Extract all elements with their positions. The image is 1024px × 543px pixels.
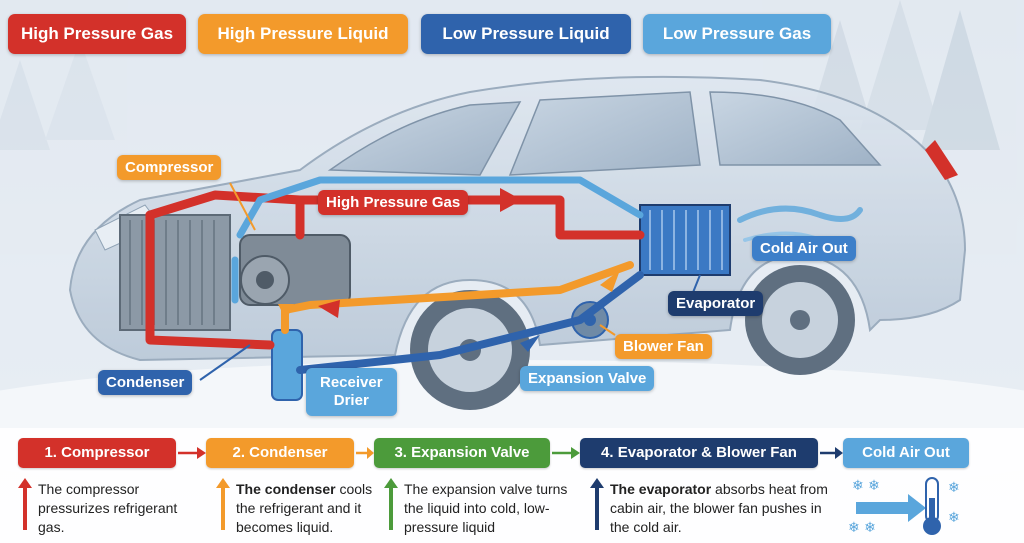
arrow-up-icon xyxy=(590,478,604,530)
svg-text:❄: ❄ xyxy=(948,510,960,526)
svg-text:❄ ❄: ❄ ❄ xyxy=(848,520,876,536)
desc-expansion-valve: The expansion valve turns the liquid int… xyxy=(404,480,582,537)
condenser-radiator xyxy=(119,214,231,331)
desc-text: The compressor pressurizes refrigerant g… xyxy=(38,481,178,535)
cold-air-icon: ❄ ❄ ❄ ❄ ❄ ❄ xyxy=(848,477,960,536)
step-compressor: 1. Compressor xyxy=(18,438,176,468)
arrow-up-icon xyxy=(18,478,32,530)
label-high-pressure-gas: High Pressure Gas xyxy=(318,190,469,215)
receiver-drier-unit xyxy=(271,329,303,401)
label-blower-fan: Blower Fan xyxy=(615,334,712,359)
desc-evaporator: The evaporator absorbs heat from cabin a… xyxy=(610,480,835,537)
legend-low-pressure-gas: Low Pressure Gas xyxy=(643,14,831,54)
step-expansion-valve: 3. Expansion Valve xyxy=(374,438,550,468)
step-evaporator-blower: 4. Evaporator & Blower Fan xyxy=(580,438,818,468)
label-expansion-valve: Expansion Valve xyxy=(520,366,655,391)
label-compressor: Compressor xyxy=(117,155,222,180)
svg-text:❄ ❄: ❄ ❄ xyxy=(852,478,880,494)
desc-text: cools the refrigerant and it becomes liq… xyxy=(236,481,373,535)
step-arrows xyxy=(178,447,843,459)
legend-high-pressure-liquid: High Pressure Liquid xyxy=(198,14,408,54)
desc-bold: The evaporator xyxy=(610,481,712,497)
flow-arrowheads xyxy=(278,188,620,352)
legend-high-pressure-gas: High Pressure Gas xyxy=(8,14,186,54)
legend-low-pressure-liquid: Low Pressure Liquid xyxy=(421,14,631,54)
compressor-unit xyxy=(239,234,351,306)
evaporator-unit xyxy=(639,204,731,276)
svg-text:❄: ❄ xyxy=(948,480,960,496)
desc-text: The expansion valve turns the liquid int… xyxy=(404,481,568,535)
label-cold-air-out: Cold Air Out xyxy=(752,236,856,261)
desc-condenser: The condenser cools the refrigerant and … xyxy=(236,480,386,537)
label-pointers xyxy=(229,182,616,336)
desc-bold: The condenser xyxy=(236,481,336,497)
label-condenser: Condenser xyxy=(98,370,193,395)
step-cold-air-out: Cold Air Out xyxy=(843,438,969,468)
label-evaporator: Evaporator xyxy=(668,291,764,316)
arrow-up-icon xyxy=(384,478,398,530)
label-receiver-drier: Receiver Drier xyxy=(306,368,397,416)
desc-compressor: The compressor pressurizes refrigerant g… xyxy=(38,480,203,537)
step-condenser: 2. Condenser xyxy=(206,438,354,468)
desc-text: absorbs heat from cabin air, the blower … xyxy=(610,481,828,535)
arrow-up-icon xyxy=(216,478,230,530)
